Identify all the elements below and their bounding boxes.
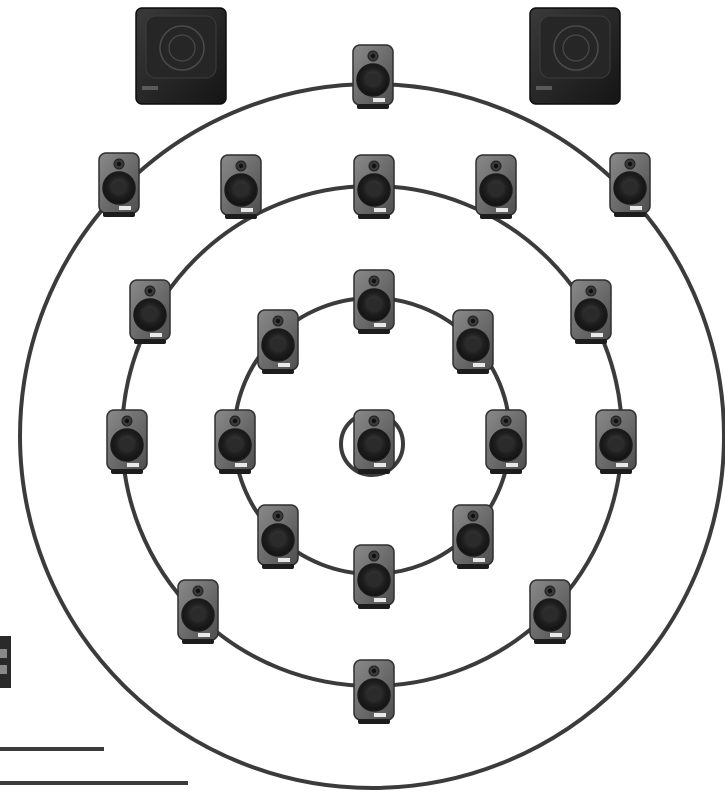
speaker-inner-lower-right-icon: [452, 504, 494, 570]
speaker-mid-upper-left-icon: [129, 279, 171, 345]
speaker-row1-2-icon: [220, 154, 262, 220]
speaker-mid-right-icon: [595, 409, 637, 475]
speaker-mid-left-icon: [106, 409, 148, 475]
speaker-top-outer-icon: [352, 44, 394, 110]
speaker-row1-1-icon: [98, 152, 140, 218]
speaker-group: [98, 44, 651, 725]
speaker-mid-lower-right-icon: [529, 579, 571, 645]
edge-box-icon: [0, 636, 11, 688]
speaker-inner-lower-left-icon: [257, 504, 299, 570]
speaker-bottom-outer-icon: [353, 659, 395, 725]
speaker-inner-left-icon: [214, 409, 256, 475]
subwoofer-right-icon: [529, 7, 621, 105]
speaker-row1-3-icon: [353, 154, 395, 220]
speaker-mid-upper-right-icon: [570, 279, 612, 345]
subwoofer-left-icon: [135, 7, 227, 105]
speaker-inner-right-icon: [485, 409, 527, 475]
speaker-inner-upper-right-icon: [452, 309, 494, 375]
speaker-center-icon: [353, 409, 395, 475]
speaker-mid-lower-left-icon: [177, 579, 219, 645]
speaker-inner-top-icon: [353, 269, 395, 335]
speaker-inner-upper-left-icon: [257, 309, 299, 375]
speaker-inner-bottom-icon: [353, 544, 395, 610]
speaker-row1-4-icon: [475, 154, 517, 220]
speaker-row1-5-icon: [609, 152, 651, 218]
